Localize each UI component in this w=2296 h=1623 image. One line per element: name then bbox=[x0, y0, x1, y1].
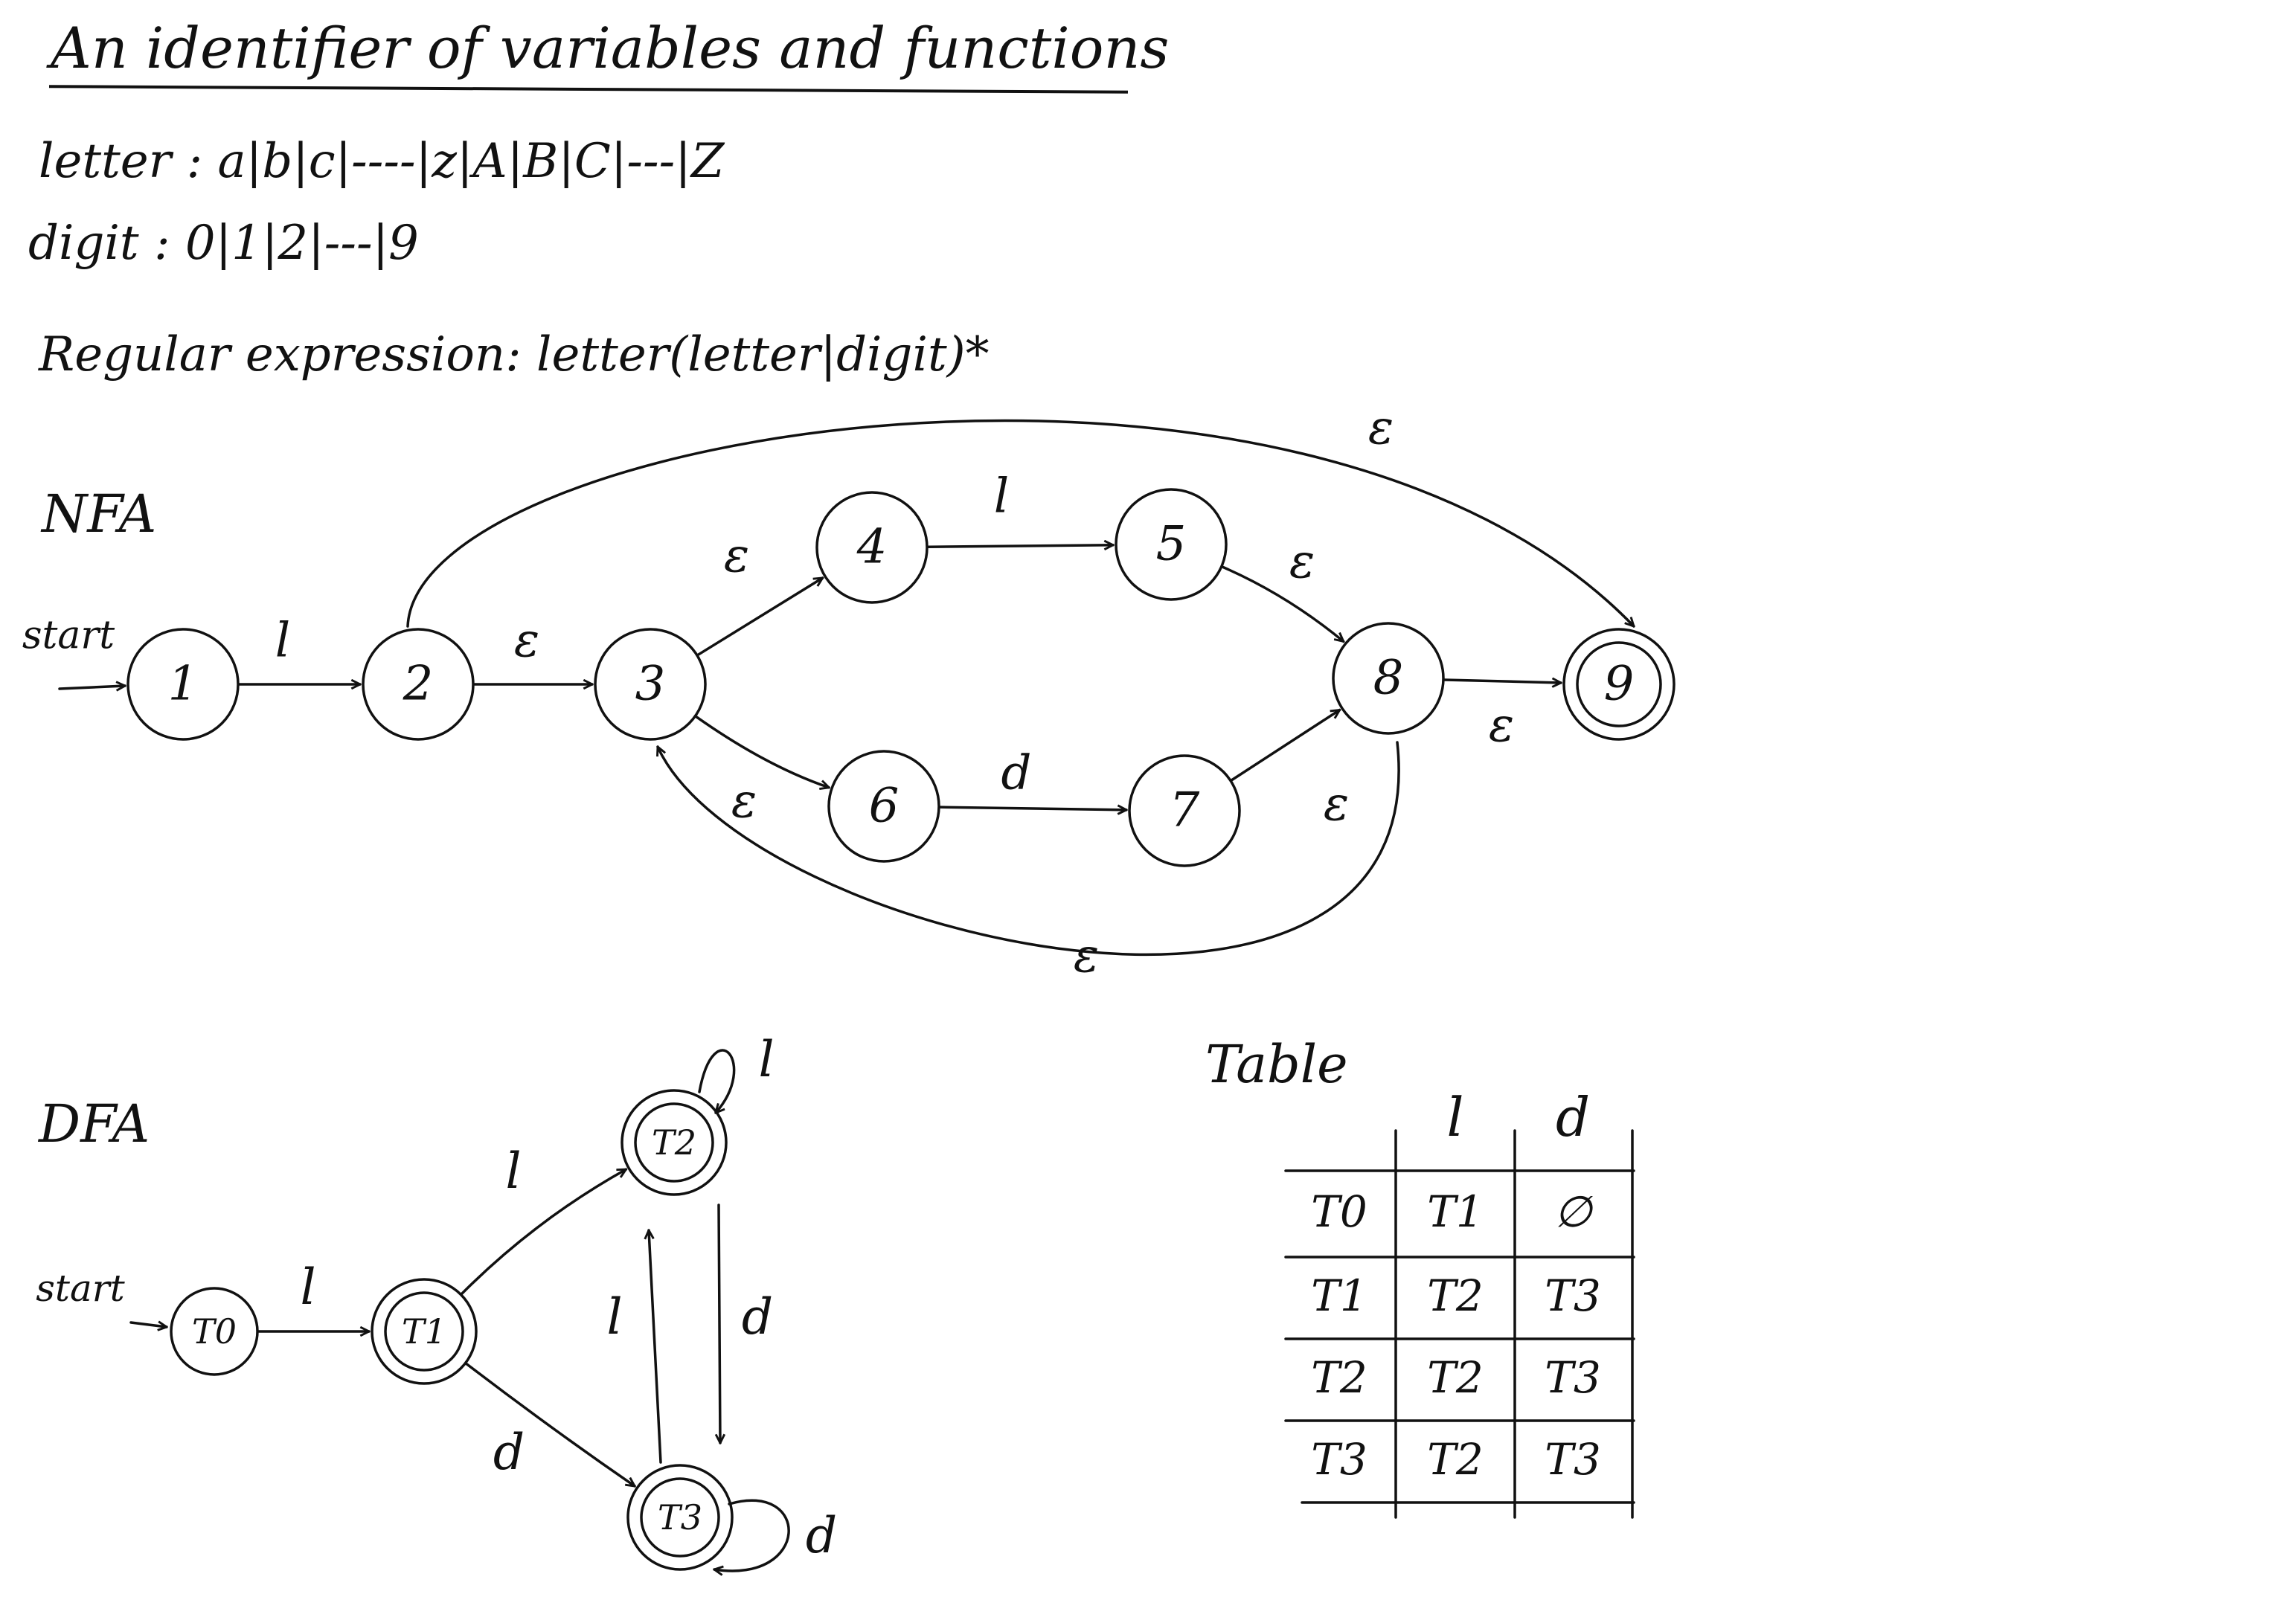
nfa-edge-8-9-label: ε bbox=[1489, 698, 1514, 753]
digit-definition: digit : 0|1|2|---|9 bbox=[28, 216, 419, 271]
nfa-state-label-3: 3 bbox=[635, 657, 666, 712]
nfa-state-label-8: 8 bbox=[1373, 651, 1404, 706]
nfa-state-label-6: 6 bbox=[869, 779, 900, 834]
nfa-edge-2-9 bbox=[406, 419, 1634, 626]
dfa-state-T0 bbox=[170, 1287, 259, 1376]
nfa-state-3 bbox=[594, 628, 707, 741]
table-cell-r2-c0: T2 bbox=[1311, 1352, 1367, 1403]
nfa-accept-ring-9 bbox=[1576, 641, 1662, 727]
nfa-edge-3-4 bbox=[696, 576, 823, 656]
dfa-state-T1 bbox=[371, 1278, 478, 1385]
table-header-1: l bbox=[1446, 1086, 1463, 1148]
dfa-edge-T2-T2-label: l bbox=[758, 1031, 774, 1088]
nfa-edge-4-5 bbox=[927, 545, 1115, 547]
dfa-state-label-T0: T0 bbox=[192, 1311, 237, 1352]
dfa-edge-T3-T3-label: d bbox=[806, 1507, 837, 1564]
dfa-state-label-T3: T3 bbox=[658, 1497, 702, 1537]
nfa-edge-7-8-label: ε bbox=[1324, 777, 1349, 832]
table-cell-r1-c0: T1 bbox=[1311, 1270, 1367, 1321]
nfa-edge-1-2-label: l bbox=[275, 614, 290, 669]
dfa-edge-T1-T3 bbox=[465, 1362, 635, 1486]
dfa-edge-T1-T3-label: d bbox=[493, 1424, 525, 1481]
nfa-edge-3-6 bbox=[695, 716, 829, 788]
table-cell-r2-c2: T3 bbox=[1545, 1352, 1601, 1403]
letter-definition: letter : a|b|c|----|z|A|B|C|---|Z bbox=[39, 134, 725, 189]
nfa-edge-8-9 bbox=[1443, 680, 1562, 683]
nfa-edge-6-7-label: d bbox=[1001, 746, 1032, 801]
table-cell-r1-c1: T2 bbox=[1427, 1270, 1484, 1321]
dfa-accept-ring-T1 bbox=[384, 1291, 464, 1372]
nfa-state-8 bbox=[1332, 622, 1445, 735]
dfa-accept-ring-T3 bbox=[640, 1477, 720, 1558]
nfa-edge-8-3 bbox=[658, 741, 1400, 957]
nfa-diagram: 1 2 3 4 5 6 7 8 9 start l ε ε l ε ε d ε ε ε ε bbox=[22, 401, 1675, 984]
nfa-state-1 bbox=[126, 628, 240, 741]
nfa-heading: NFA bbox=[42, 483, 157, 544]
table-cell-r0-c0: T0 bbox=[1311, 1186, 1367, 1237]
nfa-state-label-1: 1 bbox=[168, 657, 199, 712]
nfa-state-label-2: 2 bbox=[403, 657, 434, 712]
dfa-edge-T2-T3 bbox=[719, 1203, 720, 1444]
table-cell-r0-c2: ∅ bbox=[1554, 1186, 1594, 1237]
nfa-edge-3-6-label: ε bbox=[731, 774, 757, 829]
nfa-state-5 bbox=[1115, 488, 1228, 601]
nfa-edge-5-8 bbox=[1221, 565, 1344, 641]
nfa-start-label: start bbox=[22, 614, 115, 658]
table-cell-r3-c0: T3 bbox=[1311, 1434, 1367, 1485]
table-cell-r0-c1: T1 bbox=[1427, 1186, 1484, 1237]
nfa-start-arrow bbox=[58, 686, 126, 689]
nfa-state-label-9: 9 bbox=[1604, 657, 1635, 712]
nfa-state-4 bbox=[815, 491, 929, 604]
nfa-edge-5-8-label: ε bbox=[1289, 535, 1315, 590]
dfa-edge-T2-T3-label: d bbox=[742, 1288, 773, 1346]
dfa-edge-T0-T1-label: l bbox=[300, 1259, 315, 1316]
nfa-edge-3-4-label: ε bbox=[724, 529, 749, 584]
nfa-state-label-7: 7 bbox=[1170, 783, 1200, 838]
nfa-edge-6-7 bbox=[939, 807, 1128, 810]
nfa-edge-4-5-label: l bbox=[994, 469, 1009, 524]
nfa-state-6 bbox=[827, 750, 940, 863]
nfa-edge-8-3-label: ε bbox=[1074, 929, 1099, 984]
nfa-edge-2-3-label: ε bbox=[514, 614, 539, 669]
nfa-state-label-4: 4 bbox=[856, 520, 888, 575]
dfa-edge-T2-T2 bbox=[698, 1049, 736, 1113]
nfa-state-label-5: 5 bbox=[1156, 517, 1187, 572]
dfa-heading: DFA bbox=[39, 1093, 150, 1154]
dfa-edge-T3-T2 bbox=[649, 1229, 662, 1464]
nfa-state-7 bbox=[1128, 754, 1241, 867]
table-header-2: d bbox=[1556, 1086, 1590, 1148]
nfa-state-2 bbox=[362, 628, 475, 741]
dfa-edge-T3-T2-label: l bbox=[606, 1288, 622, 1346]
nfa-state-9 bbox=[1562, 628, 1675, 741]
dfa-start-arrow bbox=[129, 1322, 167, 1327]
dfa-state-label-T1: T1 bbox=[402, 1311, 446, 1352]
table-cell-r3-c2: T3 bbox=[1545, 1434, 1601, 1485]
nfa-edge-2-9-label: ε bbox=[1368, 401, 1394, 456]
dfa-edge-T1-T2-label: l bbox=[505, 1142, 521, 1200]
nfa-edge-7-8 bbox=[1230, 710, 1340, 782]
dfa-state-label-T2: T2 bbox=[652, 1122, 696, 1163]
table-cell-r3-c1: T2 bbox=[1427, 1434, 1484, 1485]
table-cell-r2-c1: T2 bbox=[1427, 1352, 1484, 1403]
table-cell-r1-c2: T3 bbox=[1545, 1270, 1601, 1321]
dfa-state-T3 bbox=[626, 1464, 734, 1571]
table-heading: Table bbox=[1205, 1034, 1348, 1095]
dfa-edge-T1-T2 bbox=[461, 1168, 626, 1295]
dfa-state-T2 bbox=[621, 1089, 728, 1196]
dfa-start-label: start bbox=[36, 1267, 125, 1310]
page-title: An identifier of variables and functions bbox=[51, 15, 1170, 81]
dfa-accept-ring-T2 bbox=[634, 1102, 714, 1183]
dfa-edge-T3-T3 bbox=[714, 1499, 790, 1571]
regular-expression: Regular expression: letter(letter|digit)… bbox=[39, 327, 990, 382]
